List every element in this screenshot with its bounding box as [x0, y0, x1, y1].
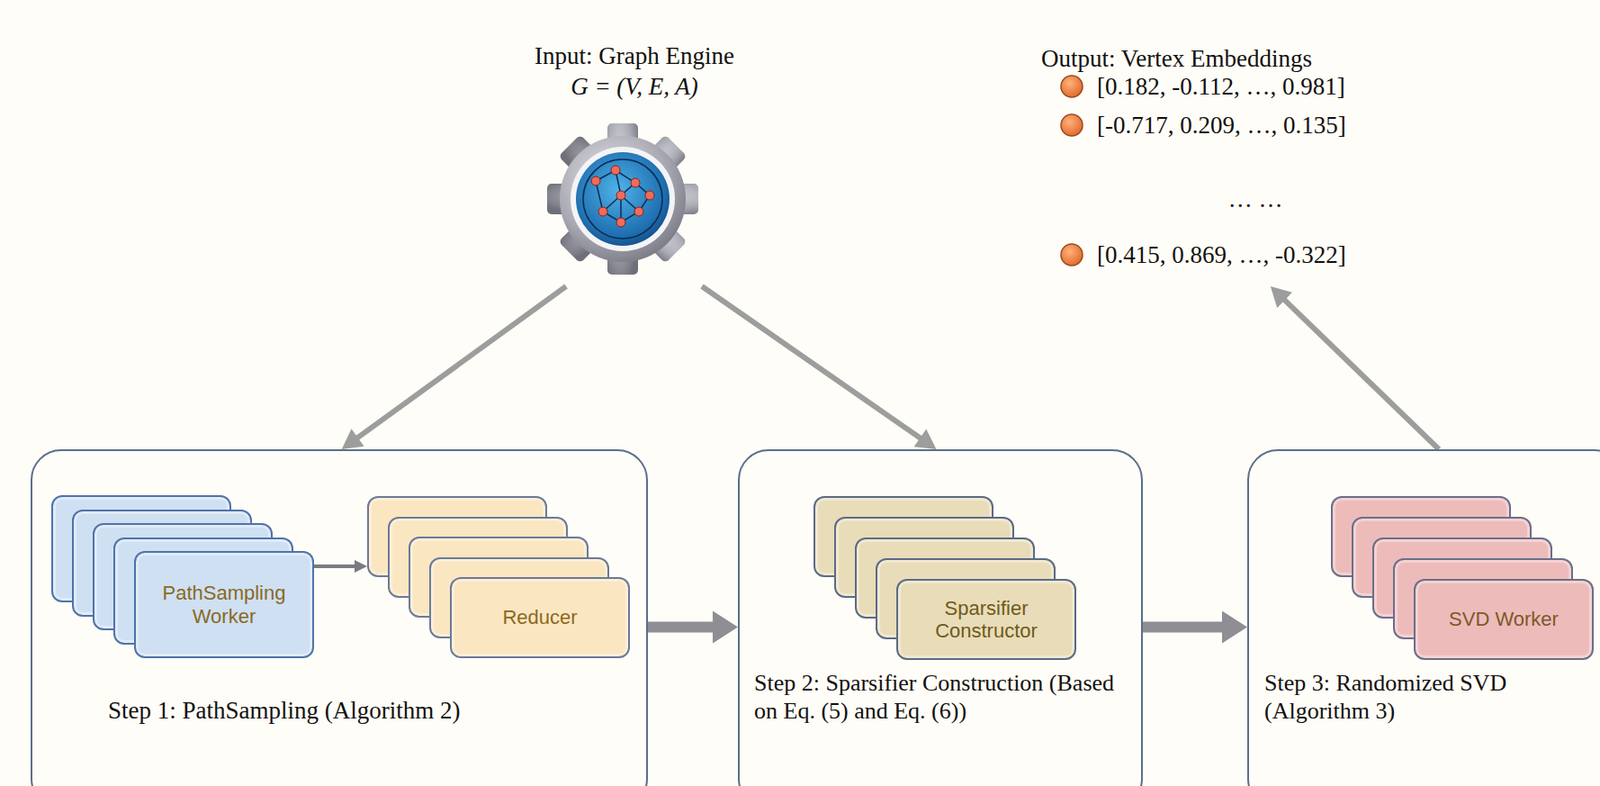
embedding-dot — [1060, 75, 1083, 266]
flow-arrow — [647, 611, 738, 644]
card-label: Sparsifier Constructor — [896, 578, 1077, 660]
step-label: Step 1: PathSampling (Algorithm 2) — [107, 695, 612, 725]
gear-icon — [547, 123, 699, 275]
arrow-line — [647, 621, 714, 633]
card-label: PathSampling Worker — [134, 550, 315, 658]
reducer-stack: Reducer — [367, 495, 631, 658]
step-label: Step 3: Randomized SVD (Algorithm 3) — [1264, 668, 1562, 725]
arrow-line — [701, 286, 921, 439]
embedding-row: [0.182, -0.112, …, 0.981] — [1096, 71, 1430, 101]
output-group: Output: Vertex Embeddings[0.182, -0.112,… — [1034, 40, 1431, 287]
input-group: Input: Graph EngineG = (V, E, A) — [499, 35, 770, 287]
flow-arrow — [701, 286, 937, 450]
arrow-head — [712, 611, 738, 644]
arrow-head — [1222, 611, 1248, 644]
embedding-row: G = (V, E, A) — [499, 71, 770, 101]
arrow-head — [1270, 286, 1293, 308]
embedding-row: [0.415, 0.869, …, -0.322] — [1096, 240, 1430, 270]
heading-label: Output: Vertex Embeddings — [1041, 44, 1402, 73]
embedding-row: … … — [1210, 184, 1301, 214]
step-box: Step 3: Randomized SVD (Algorithm 3) SVD … — [1247, 449, 1600, 786]
step-box: Step 2: Sparsifier Construction (Based o… — [737, 449, 1143, 786]
flow-arrow — [341, 286, 567, 450]
flow-arrow — [1270, 286, 1439, 450]
step-label: Step 2: Sparsifier Construction (Based o… — [754, 668, 1133, 725]
arrow-line — [1284, 299, 1439, 450]
arrow-line — [314, 564, 356, 568]
arrow-line — [1142, 621, 1223, 633]
flow-arrow — [1142, 611, 1248, 644]
card-label: Reducer — [449, 576, 630, 658]
arrow-line — [357, 286, 567, 439]
sparsifier-stack: Sparsifier Constructor — [813, 495, 1077, 658]
card-label: SVD Worker — [1413, 578, 1594, 660]
arrow-head — [914, 429, 937, 450]
worker-stack: PathSampling Worker — [51, 494, 315, 658]
arrow-head — [341, 428, 365, 450]
heading-label: Input: Graph Engine — [499, 41, 770, 71]
embedding-row: [-0.717, 0.209, …, 0.135] — [1096, 110, 1430, 140]
svd-stack: SVD Worker — [1330, 495, 1594, 658]
step-box: Step 1: PathSampling (Algorithm 2) PathSa… — [30, 449, 648, 786]
flow-arrow — [314, 559, 368, 573]
arrow-head — [354, 559, 368, 573]
